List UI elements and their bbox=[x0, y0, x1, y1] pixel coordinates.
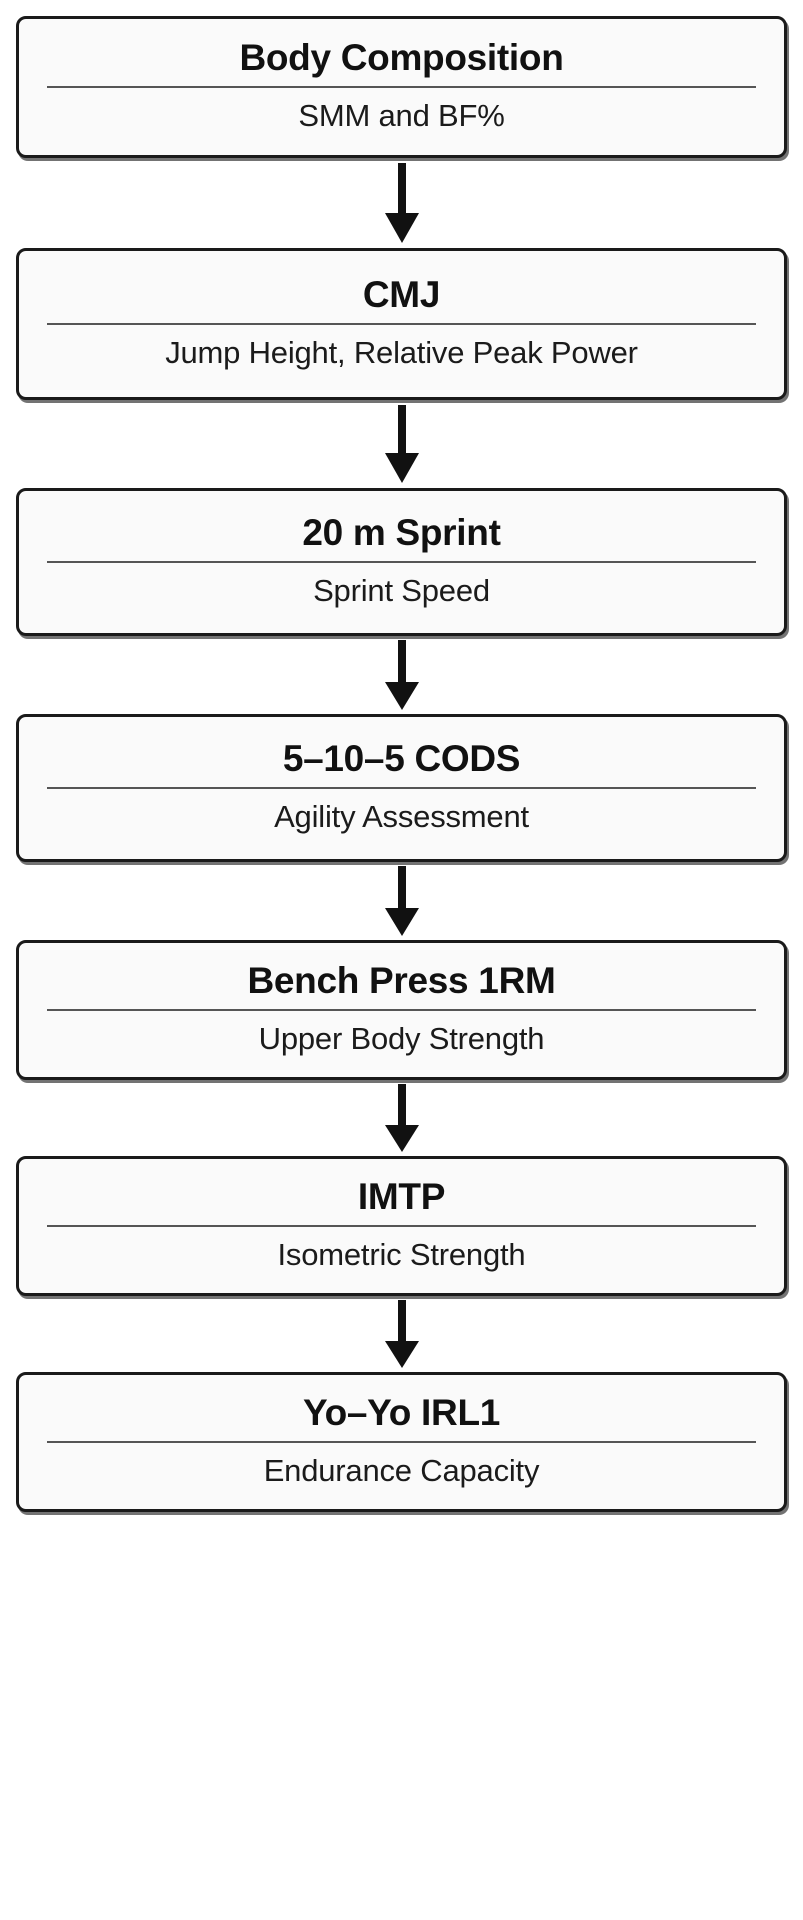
flow-connector-5 bbox=[382, 1080, 422, 1156]
flow-node-title: 20 m Sprint bbox=[302, 512, 501, 554]
arrow-down-icon bbox=[384, 163, 419, 243]
flow-node-divider bbox=[47, 561, 756, 564]
arrow-down-icon bbox=[384, 1084, 419, 1152]
flow-node-subtitle: Isometric Strength bbox=[277, 1237, 526, 1273]
arrow-down-icon bbox=[384, 405, 419, 483]
flow-node-cmj: CMJ Jump Height, Relative Peak Power bbox=[16, 248, 787, 400]
flow-connector-2 bbox=[382, 400, 422, 488]
flow-node-title: 5–10–5 CODS bbox=[282, 738, 521, 780]
flow-node-subtitle: Endurance Capacity bbox=[263, 1453, 540, 1489]
flow-node-title: Yo–Yo IRL1 bbox=[302, 1392, 501, 1434]
flow-node-divider bbox=[47, 323, 756, 326]
flow-connector-3 bbox=[382, 636, 422, 714]
arrow-down-icon bbox=[384, 640, 419, 710]
flow-node-yo-yo-irl1: Yo–Yo IRL1 Endurance Capacity bbox=[16, 1372, 787, 1512]
flow-node-subtitle: Upper Body Strength bbox=[258, 1021, 545, 1057]
flow-node-divider bbox=[47, 86, 756, 89]
flow-node-subtitle: SMM and BF% bbox=[298, 98, 505, 134]
flow-node-imtp: IMTP Isometric Strength bbox=[16, 1156, 787, 1296]
flow-node-title: Bench Press 1RM bbox=[247, 960, 556, 1002]
arrow-down-icon bbox=[384, 1300, 419, 1368]
flow-node-subtitle: Sprint Speed bbox=[313, 573, 490, 609]
flow-node-5-10-5-cods: 5–10–5 CODS Agility Assessment bbox=[16, 714, 787, 862]
flow-node-divider bbox=[47, 1441, 756, 1444]
flow-node-title: CMJ bbox=[362, 274, 441, 316]
flow-connector-4 bbox=[382, 862, 422, 940]
flow-node-subtitle: Jump Height, Relative Peak Power bbox=[165, 335, 638, 371]
flow-connector-1 bbox=[382, 158, 422, 248]
arrow-down-icon bbox=[384, 866, 419, 936]
flow-node-20m-sprint: 20 m Sprint Sprint Speed bbox=[16, 488, 787, 636]
flow-node-title: Body Composition bbox=[239, 37, 564, 79]
flow-node-body-composition: Body Composition SMM and BF% bbox=[16, 16, 787, 158]
flow-node-divider bbox=[47, 1225, 756, 1228]
flow-node-title: IMTP bbox=[357, 1176, 446, 1218]
flow-connector-6 bbox=[382, 1296, 422, 1372]
flow-node-bench-press-1rm: Bench Press 1RM Upper Body Strength bbox=[16, 940, 787, 1080]
flow-node-divider bbox=[47, 1009, 756, 1012]
flow-node-divider bbox=[47, 787, 756, 790]
flow-node-subtitle: Agility Assessment bbox=[274, 799, 529, 835]
